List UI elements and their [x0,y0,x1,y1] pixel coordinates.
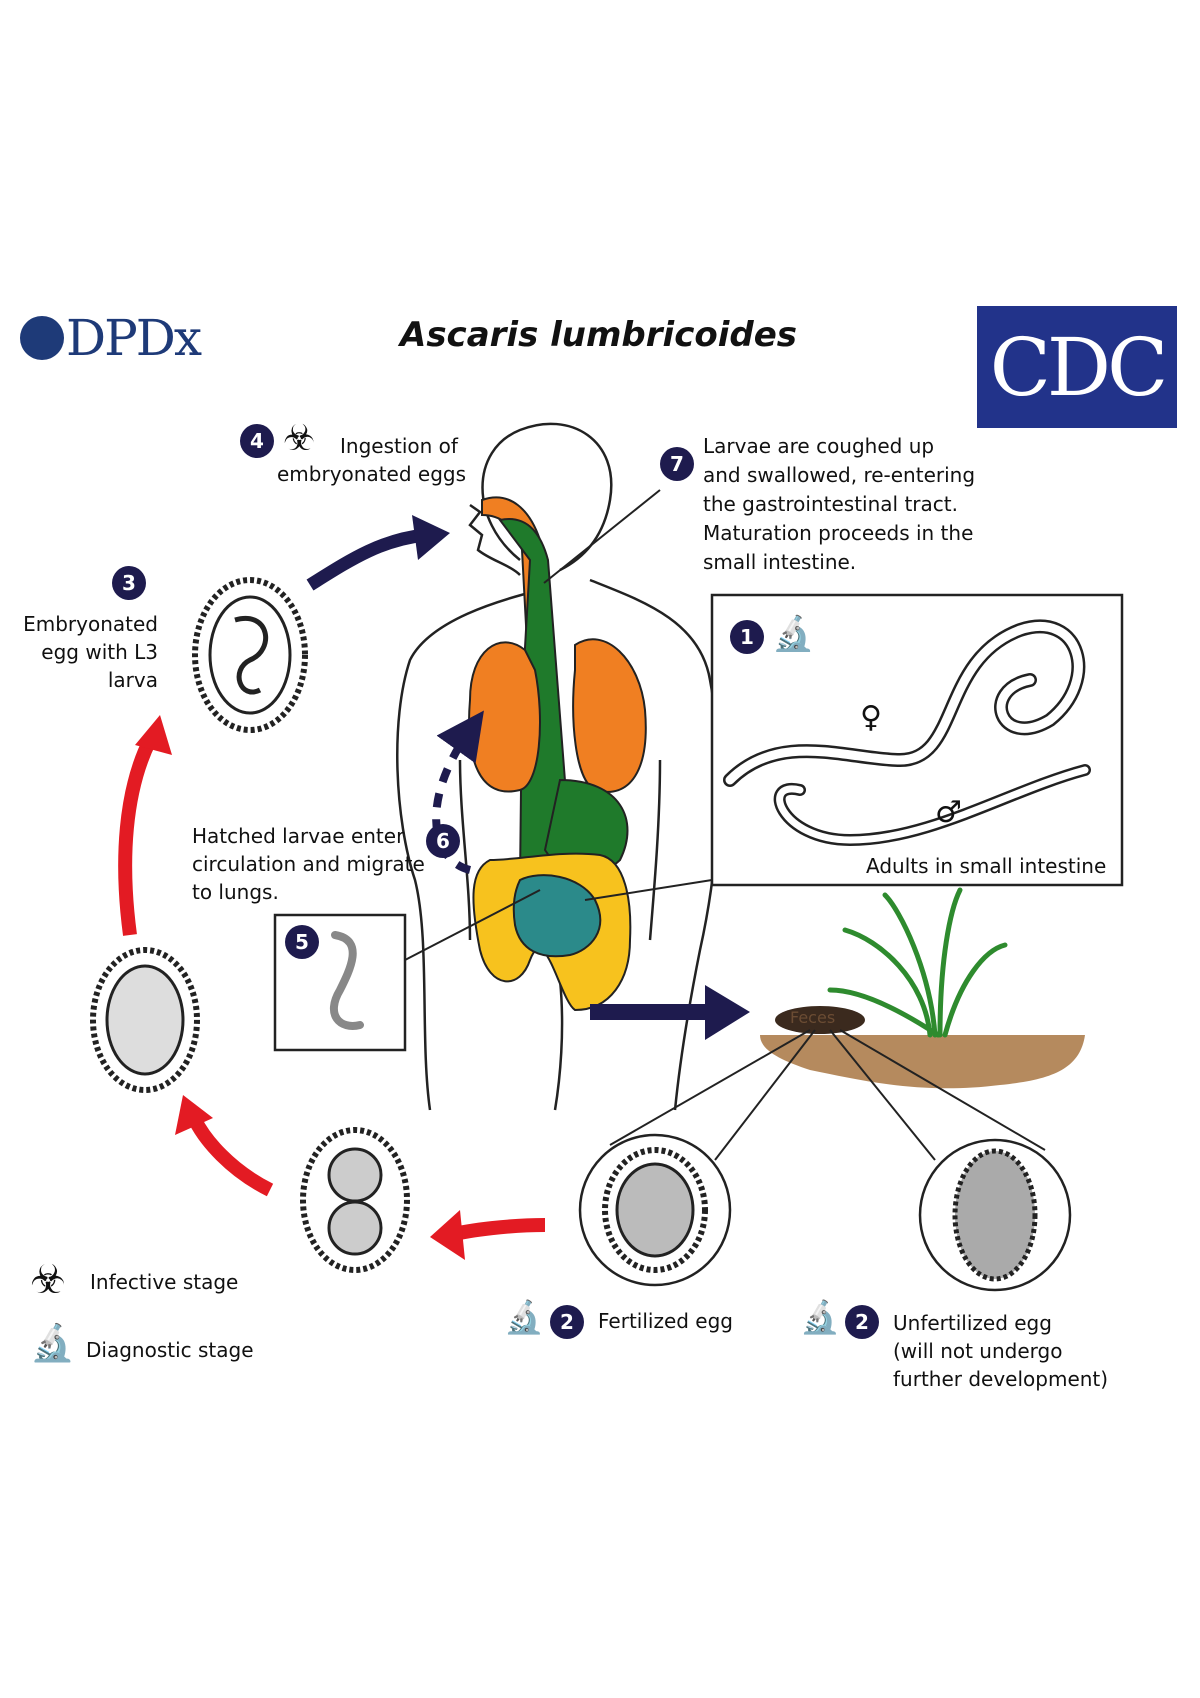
step7-label-line4: Maturation proceeds in the [703,521,974,545]
microscope-icon: 🔬 [772,614,815,654]
step-2-fertilized-badge: 2 [550,1305,584,1339]
step6-label-line1: Hatched larvae enter [192,824,405,848]
pointer-step5 [404,889,541,961]
unfertilized-label-line3: further development) [893,1367,1109,1391]
microscope-icon: 🔬 [504,1298,544,1336]
embryonated-egg-l3 [192,577,308,733]
feces-label: Feces [790,1008,836,1027]
larval-migration-path [432,710,484,874]
step6-label-line3: to lungs. [192,880,279,904]
step7-label-line3: the gastrointestinal tract. [703,492,958,516]
arrow-two-cell-to-cells [188,1116,274,1197]
legend-infective-label: Infective stage [90,1270,239,1294]
arrow-ingestion [306,528,426,591]
step3-label-line2: egg with L3 [41,640,158,664]
hatched-larva [330,931,364,1030]
step-2-unfertilized-badge: 2 [845,1305,879,1339]
dpdx-logo: DPDx [20,309,202,367]
cdc-logo: CDC [977,306,1177,428]
step-4-badge: 4 [240,424,274,458]
step-5-badge: 5 [285,925,319,959]
feces-shape [775,1006,865,1034]
step7-label-line5: small intestine. [703,550,857,574]
step-1-badge: 1 [730,620,764,654]
biohazard-icon: ☣ [30,1257,66,1303]
adults-box [710,593,1124,887]
step7-label-line1: Larvae are coughed up [703,434,935,458]
egg-pointer-lines [609,1029,1046,1161]
step3-label-line3: larva [107,668,158,692]
arrow-to-feces [590,1004,710,1020]
arrow-egg-to-two-cell [448,1218,546,1242]
two-cell-egg [300,1127,410,1273]
right-lung [572,638,647,793]
biohazard-icon: ☣ [283,418,316,459]
step3-label-line1: Embryonated [23,612,158,636]
microscope-icon: 🔬 [30,1323,75,1364]
adults-label: Adults in small intestine [866,854,1107,878]
female-symbol: ♀ [860,700,882,735]
embryonated-egg-cells [90,947,200,1093]
microscope-icon: 🔬 [800,1298,840,1336]
step6-label-line2: circulation and migrate [192,852,425,876]
step4-label-line1: Ingestion of [340,434,458,458]
small-intestine [512,874,602,958]
pointer-adults [584,879,713,901]
fertilized-egg-label: Fertilized egg [598,1309,733,1333]
unfertilized-label-line2: (will not undergo [893,1339,1063,1363]
step-6-badge: 6 [426,824,460,858]
plant [827,887,1008,1038]
cdc-logo-text: CDC [989,320,1169,414]
left-lung [468,641,541,793]
dpdx-logo-mark [20,316,64,360]
dpdx-logo-text: DPDx [66,309,202,367]
male-symbol: ♂ [935,795,962,830]
step7-label-line2: and swallowed, re-entering [703,463,976,487]
step-3-badge: 3 [112,566,146,600]
diagram-title: Ascaris lumbricoides [400,315,797,355]
arrow-cells-to-l3 [118,736,157,936]
soil [760,1035,1085,1089]
unfertilized-label-line1: Unfertilized egg [893,1311,1052,1335]
step4-label-line2: embryonated eggs [277,462,467,486]
pointer-step7 [543,489,661,584]
step-7-badge: 7 [660,447,694,481]
legend-diagnostic-label: Diagnostic stage [86,1338,254,1362]
